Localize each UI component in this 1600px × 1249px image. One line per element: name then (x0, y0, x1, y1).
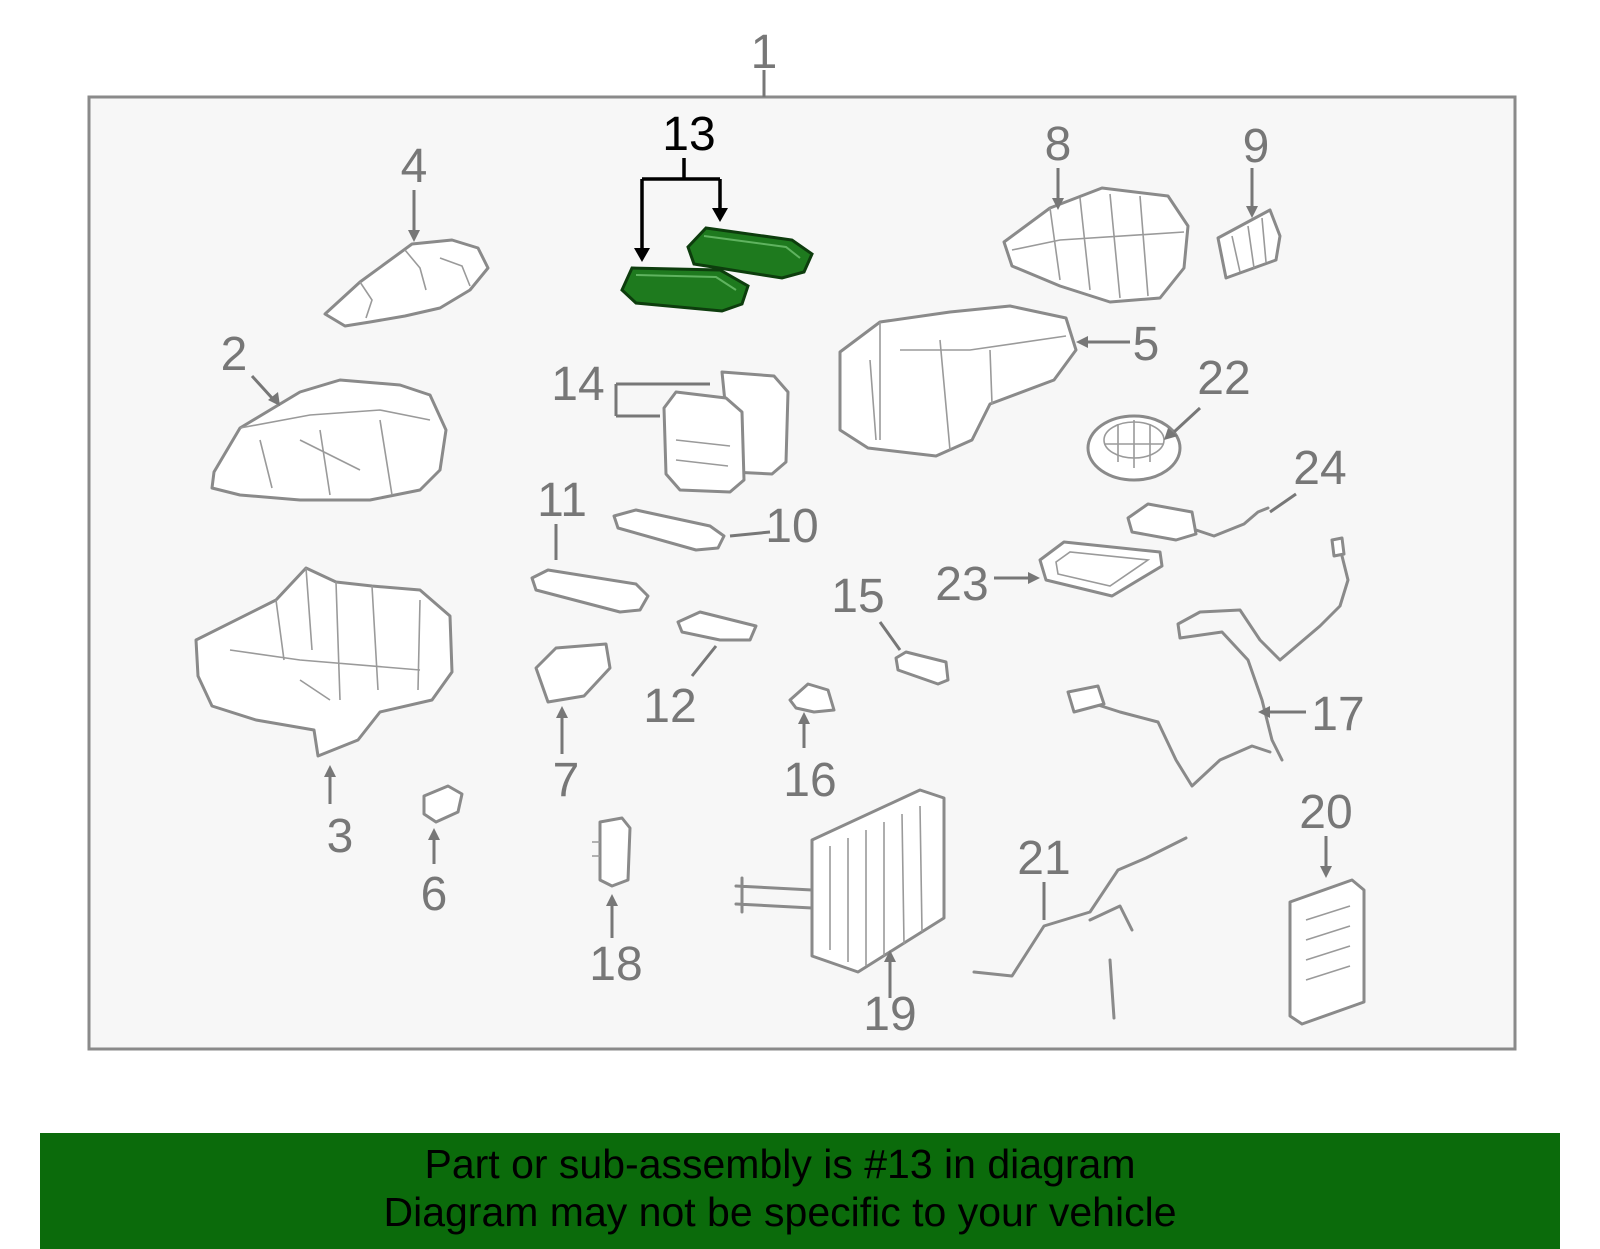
part-24-resistor-harness (1126, 502, 1270, 542)
part-19-evaporator (734, 788, 946, 974)
part-10-bracket (612, 508, 726, 552)
callout-2: 2 (221, 328, 248, 381)
callout-24: 24 (1293, 442, 1346, 495)
banner-line-2: Diagram may not be specific to your vehi… (383, 1189, 1177, 1235)
part-4-duct (323, 238, 490, 328)
callout-11: 11 (537, 474, 587, 527)
callout-6: 6 (421, 868, 448, 921)
part-16-clip (788, 682, 836, 714)
part-5-evap-case (838, 304, 1078, 458)
part-15-sensor (894, 650, 950, 686)
callout-4: 4 (401, 140, 428, 193)
callout-20: 20 (1299, 786, 1352, 839)
callout-3: 3 (327, 810, 354, 863)
part-8-blower-case (1002, 186, 1190, 304)
part-info-banner: Part or sub-assembly is #13 in diagram D… (40, 1133, 1560, 1249)
part-22-blower-motor (1086, 414, 1182, 482)
callout-17: 17 (1311, 688, 1364, 741)
part-13-cabin-filters[interactable] (620, 226, 814, 313)
callout-13-leaders (634, 158, 728, 262)
callout-8: 8 (1045, 118, 1072, 171)
callout-5: 5 (1133, 318, 1160, 371)
callout-9: 9 (1243, 120, 1270, 173)
part-2-heater-case (210, 378, 448, 502)
callout-21: 21 (1017, 832, 1070, 885)
part-9-grille (1216, 208, 1282, 280)
callout-22: 22 (1197, 352, 1250, 405)
part-23-gasket (1038, 540, 1164, 598)
part-14-filter-pair (662, 370, 790, 494)
callout-19: 19 (863, 988, 916, 1041)
part-12-clip (676, 610, 758, 642)
callout-12: 12 (643, 680, 696, 733)
part-17-wiring-harness (1066, 536, 1350, 788)
part-6-clip (422, 784, 464, 824)
callout-7: 7 (553, 754, 580, 807)
banner-line-1: Part or sub-assembly is #13 in diagram (424, 1141, 1136, 1187)
part-21-ac-lines (972, 836, 1188, 1020)
callout-1: 1 (751, 26, 778, 79)
callout-15: 15 (831, 570, 884, 623)
callout-13: 13 (662, 108, 715, 161)
callout-23: 23 (935, 558, 988, 611)
callout-14: 14 (551, 358, 604, 411)
callout-18: 18 (589, 938, 642, 991)
part-7-actuator (534, 642, 612, 704)
part-20-heater-core (1288, 878, 1366, 1026)
callout-16: 16 (783, 754, 836, 807)
part-3-hvac-case (194, 566, 454, 758)
part-18-sensor (592, 816, 632, 888)
callout-10: 10 (765, 500, 818, 553)
part-11-bracket (530, 568, 650, 614)
